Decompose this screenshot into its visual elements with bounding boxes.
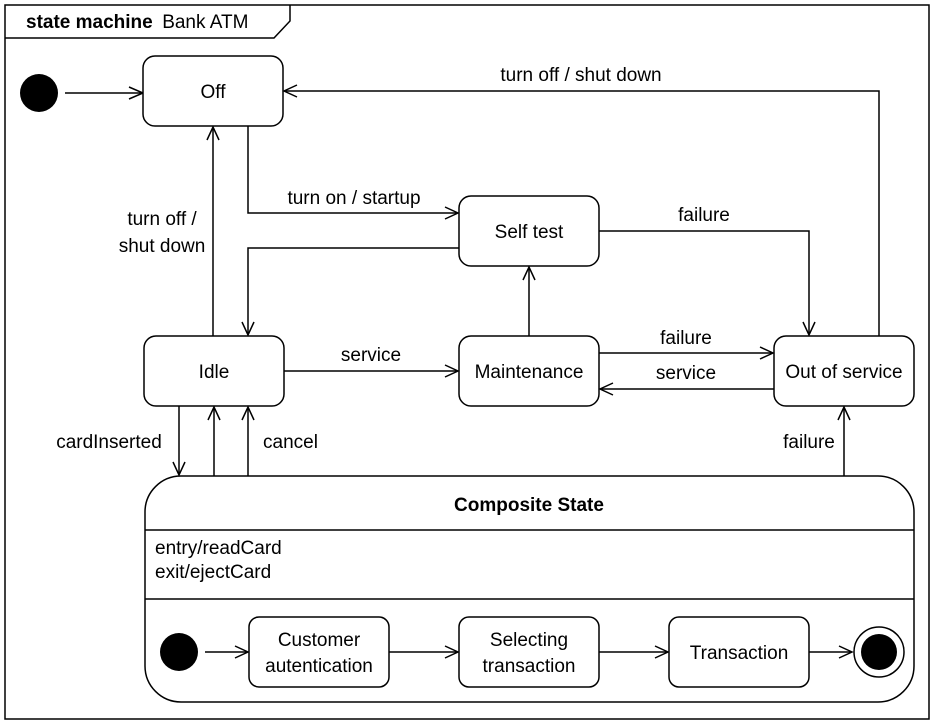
label-turn-off-top: turn off / shut down — [500, 65, 661, 86]
label-turn-off-left-2: shut down — [119, 236, 206, 257]
composite-title: Composite State — [454, 495, 604, 516]
label-failure-composite: failure — [783, 432, 835, 453]
transition-selftest-to-idle — [247, 247, 459, 334]
state-selecting-label-1: Selecting — [490, 630, 568, 651]
state-idle-label: Idle — [199, 362, 230, 383]
label-failure-maint: failure — [660, 328, 712, 349]
svg-text:state machine Bank ATM: state machine Bank ATM — [26, 12, 248, 33]
state-maintenance-label: Maintenance — [475, 362, 584, 383]
transition-selftest-to-outofservice — [599, 230, 810, 334]
initial-state — [20, 74, 58, 112]
label-turn-off-left-1: turn off / — [127, 209, 197, 230]
frame-tab — [5, 5, 291, 39]
inner-initial-state — [160, 633, 198, 671]
state-customer-label-2: autentication — [265, 656, 373, 677]
label-turn-on: turn on / startup — [287, 188, 420, 209]
state-off-label: Off — [201, 82, 227, 103]
final-state — [861, 634, 897, 670]
label-failure-selftest: failure — [678, 205, 730, 226]
state-customer-label-1: Customer — [278, 630, 361, 651]
composite-exit: exit/ejectCard — [155, 562, 271, 583]
state-self-test-label: Self test — [495, 222, 564, 243]
label-service-back: service — [656, 363, 716, 384]
state-transaction-label: Transaction — [690, 643, 789, 664]
label-service-idle: service — [341, 345, 401, 366]
frame-keyword: state machine — [26, 12, 153, 33]
label-cancel: cancel — [263, 432, 318, 453]
state-out-of-service-label: Out of service — [785, 362, 902, 383]
transition-off-to-selftest — [247, 126, 457, 214]
state-selecting-label-2: transaction — [483, 656, 576, 677]
label-card-inserted: cardInserted — [56, 432, 162, 453]
frame-name: Bank ATM — [162, 12, 248, 33]
transition-outofservice-to-off — [285, 90, 880, 336]
composite-entry: entry/readCard — [155, 538, 282, 559]
